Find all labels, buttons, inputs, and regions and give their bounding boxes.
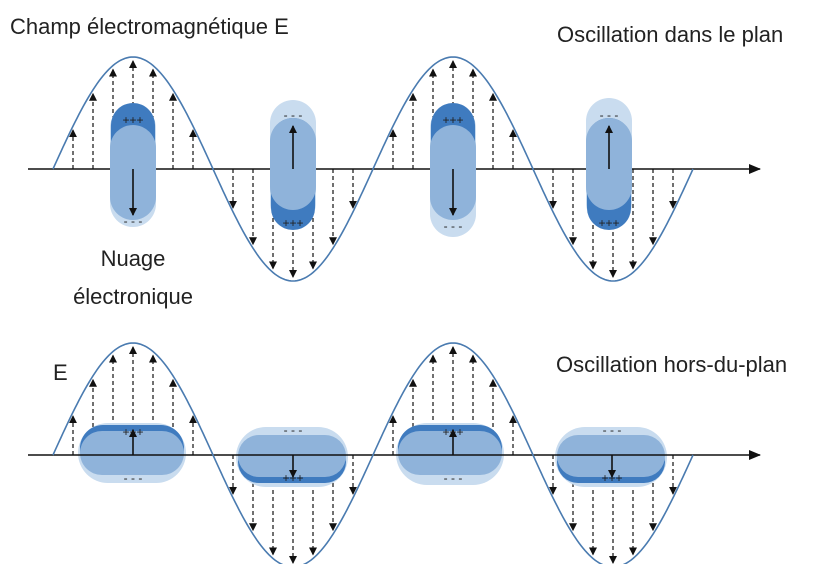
charge-plus-label: +++ [282,216,303,230]
field-symbol-label: E [53,360,68,385]
charge-minus-label: - - - [124,471,143,485]
electron-cloud-label-line1: Nuage [101,246,166,271]
out-of-plane-mode-label: Oscillation hors-du-plan [556,352,787,377]
electron-cloud-label-line2: électronique [73,284,193,309]
top-cloud-1: +++ - - - [110,103,156,228]
top-cloud-4: - - - +++ [586,98,632,230]
bottom-cloud-3: +++ - - - [396,423,504,485]
charge-minus-label: - - - [284,108,303,122]
top-panel: +++ - - - - - - +++ +++ - - - - - - +++ [10,14,783,309]
bottom-panel: +++ - - - - - - +++ +++ - - - - - - +++ [28,342,787,564]
field-title: Champ électromagnétique E [10,14,289,39]
charge-plus-label: +++ [442,113,463,127]
charge-plus-label: +++ [122,113,143,127]
top-sine-wave [52,56,694,282]
charge-minus-label: - - - [600,108,619,122]
charge-minus-label: - - - [444,219,463,233]
charge-plus-label: +++ [601,471,622,485]
bottom-sine-wave [52,342,694,564]
bottom-cloud-4: - - - +++ [555,423,667,487]
top-cloud-2: - - - +++ [270,100,316,230]
charge-minus-label: - - - [444,471,463,485]
bottom-cloud-2: - - - +++ [236,423,348,487]
in-plane-mode-label: Oscillation dans le plan [557,22,783,47]
charge-plus-label: +++ [282,471,303,485]
charge-minus-label: - - - [284,423,303,437]
charge-plus-label: +++ [598,216,619,230]
bottom-cloud-1: +++ - - - [78,423,186,485]
charge-minus-label: - - - [124,214,143,228]
top-cloud-3: +++ - - - [430,103,476,237]
charge-minus-label: - - - [603,423,622,437]
